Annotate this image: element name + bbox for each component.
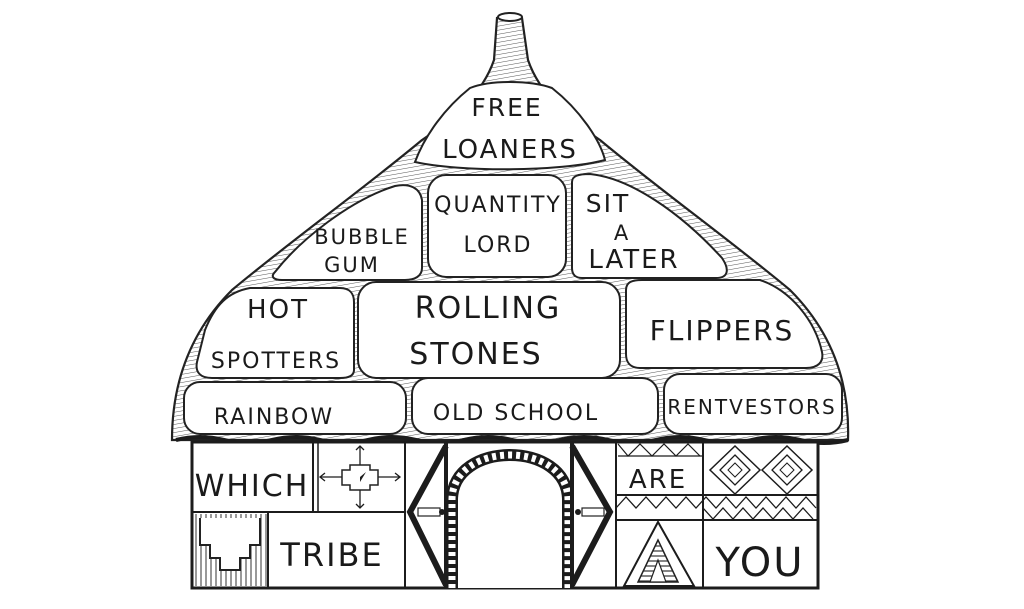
label-later: LATER [588, 245, 679, 275]
label-a: A [614, 221, 630, 245]
label-rainbow: RAINBOW [214, 405, 334, 430]
zigzag-band [615, 496, 817, 509]
arch-doorway [446, 449, 574, 588]
label-flippers: FLIPPERS [650, 314, 795, 347]
segment-old-school [411, 377, 659, 435]
label-loaners: LOANERS [442, 135, 578, 165]
stepped-motif-icon [199, 518, 261, 571]
segment-hot-spotters [195, 287, 355, 379]
segment-sit-a-later [571, 172, 728, 279]
label-you: YOU [714, 540, 804, 586]
diamond-pattern [708, 444, 814, 496]
label-sit: SIT [586, 189, 631, 218]
label-lord: LORD [463, 233, 532, 258]
label-tribe: TRIBE [279, 536, 383, 574]
segment-quantity-lord [427, 174, 567, 278]
roof-segments [183, 81, 843, 435]
segment-free-loaners [413, 81, 607, 171]
label-are: ARE [629, 465, 687, 495]
label-rentvestors: RENTVESTORS [667, 395, 836, 419]
label-bubble: BUBBLE [314, 225, 410, 249]
segment-rentvestors [663, 373, 843, 435]
wall-labels: WHICH TRIBE ARE YOU [195, 465, 804, 586]
segment-bubble-gum [271, 184, 423, 281]
label-gum: GUM [324, 253, 380, 277]
segment-flippers [625, 279, 824, 369]
label-rolling: ROLLING [415, 291, 561, 326]
segment-rainbow [183, 381, 407, 435]
wall [190, 440, 820, 590]
label-old-school: OLD SCHOOL [433, 401, 599, 426]
label-hot: HOT [247, 295, 309, 325]
label-spotters: SPOTTERS [211, 349, 341, 374]
label-free: FREE [471, 93, 542, 122]
label-quantity: QUANTITY [434, 193, 562, 218]
label-which: WHICH [195, 469, 310, 504]
right-door [569, 442, 617, 588]
label-stones: STONES [409, 337, 542, 372]
cross-arrows-icon [318, 445, 402, 509]
roof-tip [497, 12, 523, 22]
triangle-motif [622, 519, 696, 587]
roof-labels: FREE LOANERS BUBBLE GUM QUANTITY LORD SI… [211, 93, 836, 430]
